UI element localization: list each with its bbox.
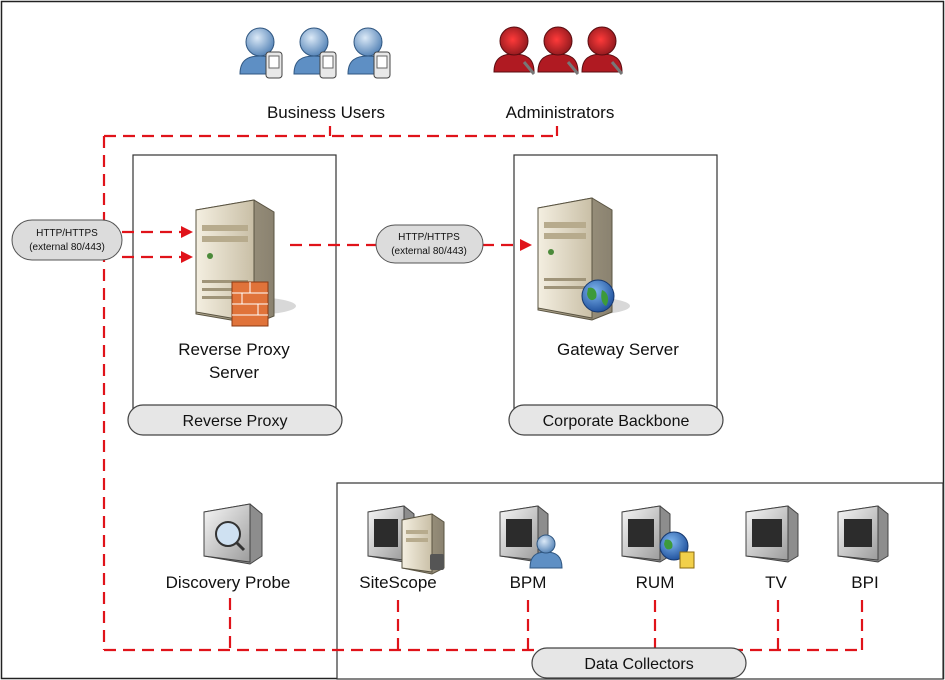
- bpm-icon: [499, 505, 563, 569]
- business-users-label: Business Users: [267, 103, 385, 122]
- discovery-probe-icon: [203, 503, 263, 565]
- corporate-backbone-zone-pill: Corporate Backbone: [508, 404, 724, 436]
- administrators-label: Administrators: [506, 103, 615, 122]
- protocol-left-line2: (external 80/443): [29, 242, 105, 253]
- collector-label-sitescope: SiteScope: [359, 573, 437, 592]
- bpi-icon: [837, 505, 889, 563]
- collector-label-bpi: BPI: [851, 573, 878, 592]
- protocol-mid-line2: (external 80/443): [391, 246, 467, 257]
- business-users-icon: [239, 27, 391, 79]
- collector-label-tv: TV: [765, 573, 787, 592]
- discovery-probe-label: Discovery Probe: [166, 573, 291, 592]
- reverse-proxy-server-label-line1: Reverse Proxy: [178, 340, 290, 359]
- tv-icon: [745, 505, 799, 563]
- collector-label-bpm: BPM: [510, 573, 547, 592]
- reverse-proxy-zone-label: Reverse Proxy: [183, 413, 288, 430]
- gateway-server-icon: [537, 197, 630, 321]
- reverse-proxy-zone-box: [132, 154, 337, 428]
- data-collectors-zone-pill: Data Collectors: [531, 647, 747, 679]
- gateway-server-label: Gateway Server: [557, 340, 679, 359]
- protocol-badge-left: HTTP/HTTPS (external 80/443): [11, 219, 123, 261]
- sitescope-icon: [367, 505, 445, 575]
- protocol-badge-middle: HTTP/HTTPS (external 80/443): [375, 224, 484, 264]
- reverse-proxy-server-label-line2: Server: [209, 363, 259, 382]
- protocol-mid-line1: HTTP/HTTPS: [398, 232, 460, 243]
- reverse-proxy-server-icon: [195, 199, 296, 327]
- collector-label-rum: RUM: [636, 573, 675, 592]
- protocol-left-line1: HTTP/HTTPS: [36, 228, 98, 239]
- reverse-proxy-zone-pill: Reverse Proxy: [127, 404, 343, 436]
- corporate-backbone-zone-label: Corporate Backbone: [543, 413, 690, 430]
- data-collectors-zone-label: Data Collectors: [584, 656, 693, 673]
- administrators-icon: [493, 26, 624, 75]
- rum-icon: [621, 505, 695, 569]
